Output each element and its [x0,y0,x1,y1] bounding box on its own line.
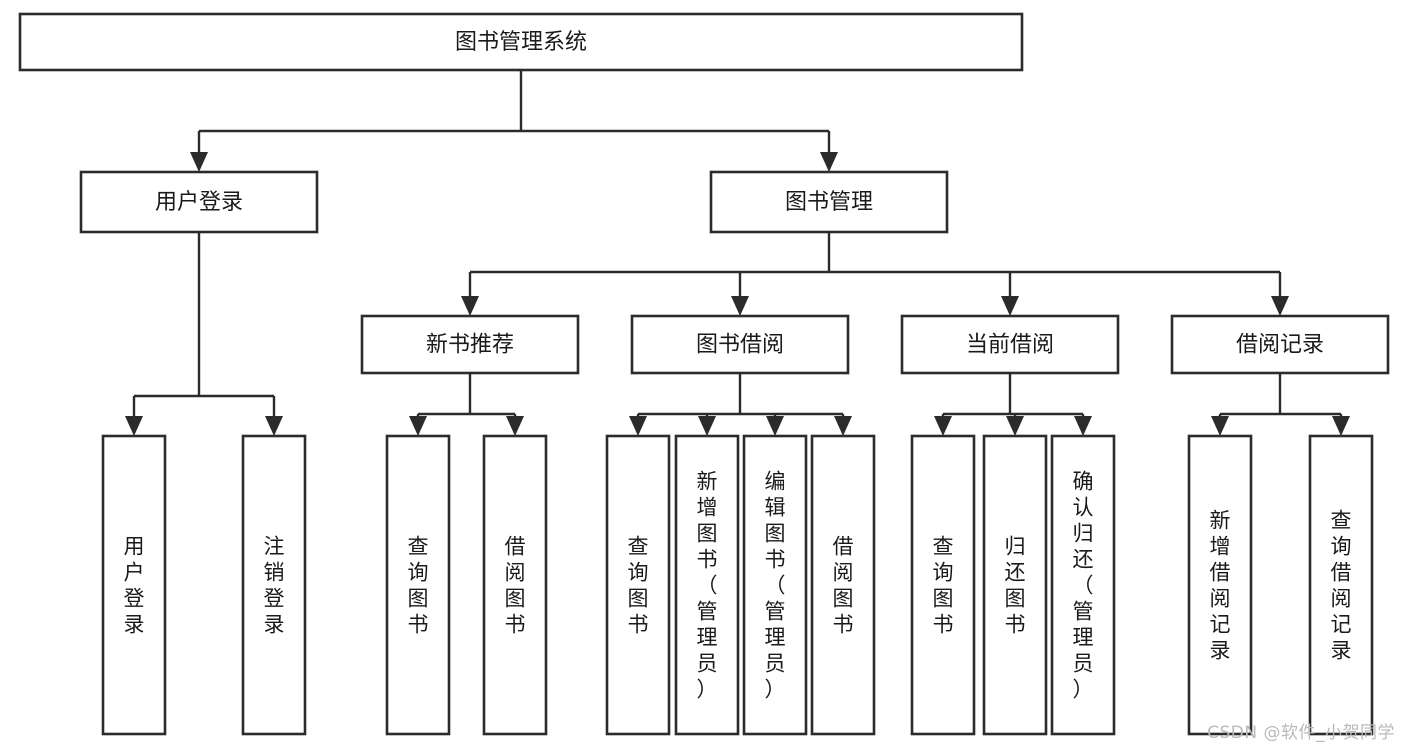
node-box [482,434,548,736]
arrow-head-icon [1271,296,1289,316]
node-label: 编辑图书（管理员） [765,469,786,701]
node-label: 注销登录 [264,534,285,636]
node-label: 借阅记录 [1236,333,1324,358]
node-leaf-query-book-borrow[interactable]: 查询图书 [605,434,671,736]
node-box [982,434,1048,736]
node-box [630,314,850,375]
node-leaf-add-record[interactable]: 新增借阅记录 [1187,434,1253,736]
node-label: 新增借阅记录 [1210,508,1231,662]
node-box [385,434,451,736]
node-label: 图书管理 [785,190,873,215]
arrow-head-icon [766,416,784,436]
node-label: 用户登录 [124,534,145,636]
node-label: 查询借阅记录 [1331,508,1352,662]
arrow-head-icon [461,296,479,316]
node-box [1050,434,1116,736]
node-leaf-logout[interactable]: 注销登录 [241,434,307,736]
arrow-head-icon [409,416,427,436]
connector-edges-layer [125,70,1350,436]
node-label: 图书管理系统 [455,30,587,55]
node-book-borrow[interactable]: 图书借阅 [630,314,850,375]
arrow-head-icon [731,296,749,316]
node-leaf-return-book[interactable]: 归还图书 [982,434,1048,736]
node-leaf-user-login[interactable]: 用户登录 [101,434,167,736]
node-label: 新增图书（管理员） [697,469,718,701]
node-box [709,170,949,234]
node-box [900,314,1120,375]
node-box [1187,434,1253,736]
node-leaf-borrow-book[interactable]: 借阅图书 [810,434,876,736]
node-box [360,314,580,375]
node-label: 新书推荐 [426,333,514,358]
arrow-head-icon [934,416,952,436]
node-label: 借阅图书 [833,534,854,636]
arrow-head-icon [265,416,283,436]
node-book-manage[interactable]: 图书管理 [709,170,949,234]
node-box [241,434,307,736]
node-box [1170,314,1390,375]
arrow-head-icon [820,152,838,172]
arrow-head-icon [1006,416,1024,436]
node-box [101,434,167,736]
arrow-head-icon [1332,416,1350,436]
node-leaf-query-record[interactable]: 查询借阅记录 [1308,434,1374,736]
node-box [674,434,740,736]
node-leaf-query-book-rec[interactable]: 查询图书 [385,434,451,736]
arrow-head-icon [506,416,524,436]
node-leaf-query-book-current[interactable]: 查询图书 [910,434,976,736]
node-leaf-edit-book[interactable]: 编辑图书（管理员） [742,434,808,736]
node-current-borrow[interactable]: 当前借阅 [900,314,1120,375]
arrow-head-icon [698,416,716,436]
node-box [79,170,319,234]
node-label: 查询图书 [628,534,649,636]
node-box [18,12,1024,72]
arrow-head-icon [834,416,852,436]
arrow-head-icon [190,152,208,172]
arrow-head-icon [1001,296,1019,316]
node-label: 借阅图书 [505,534,526,636]
arrow-head-icon [629,416,647,436]
node-label: 图书借阅 [696,333,784,358]
node-user-login[interactable]: 用户登录 [79,170,319,234]
node-box [605,434,671,736]
node-label: 当前借阅 [966,333,1054,358]
node-label: 查询图书 [933,534,954,636]
node-box [810,434,876,736]
node-borrow-record[interactable]: 借阅记录 [1170,314,1390,375]
arrow-head-icon [125,416,143,436]
node-box [910,434,976,736]
node-label: 归还图书 [1005,534,1026,636]
diagram-nodes-layer: 图书管理系统用户登录图书管理新书推荐图书借阅当前借阅借阅记录用户登录注销登录查询… [18,12,1390,736]
arrow-head-icon [1074,416,1092,436]
node-label: 确认归还（管理员） [1073,469,1094,701]
node-root[interactable]: 图书管理系统 [18,12,1024,72]
csdn-watermark: CSDN @软件_小贺同学 [1207,723,1395,743]
node-leaf-borrow-book-rec[interactable]: 借阅图书 [482,434,548,736]
node-leaf-add-book[interactable]: 新增图书（管理员） [674,434,740,736]
arrow-head-icon [1211,416,1229,436]
node-box [742,434,808,736]
node-label: 用户登录 [155,190,243,215]
node-box [1308,434,1374,736]
node-new-book-recommend[interactable]: 新书推荐 [360,314,580,375]
node-label: 查询图书 [408,534,429,636]
node-leaf-confirm-return[interactable]: 确认归还（管理员） [1050,434,1116,736]
